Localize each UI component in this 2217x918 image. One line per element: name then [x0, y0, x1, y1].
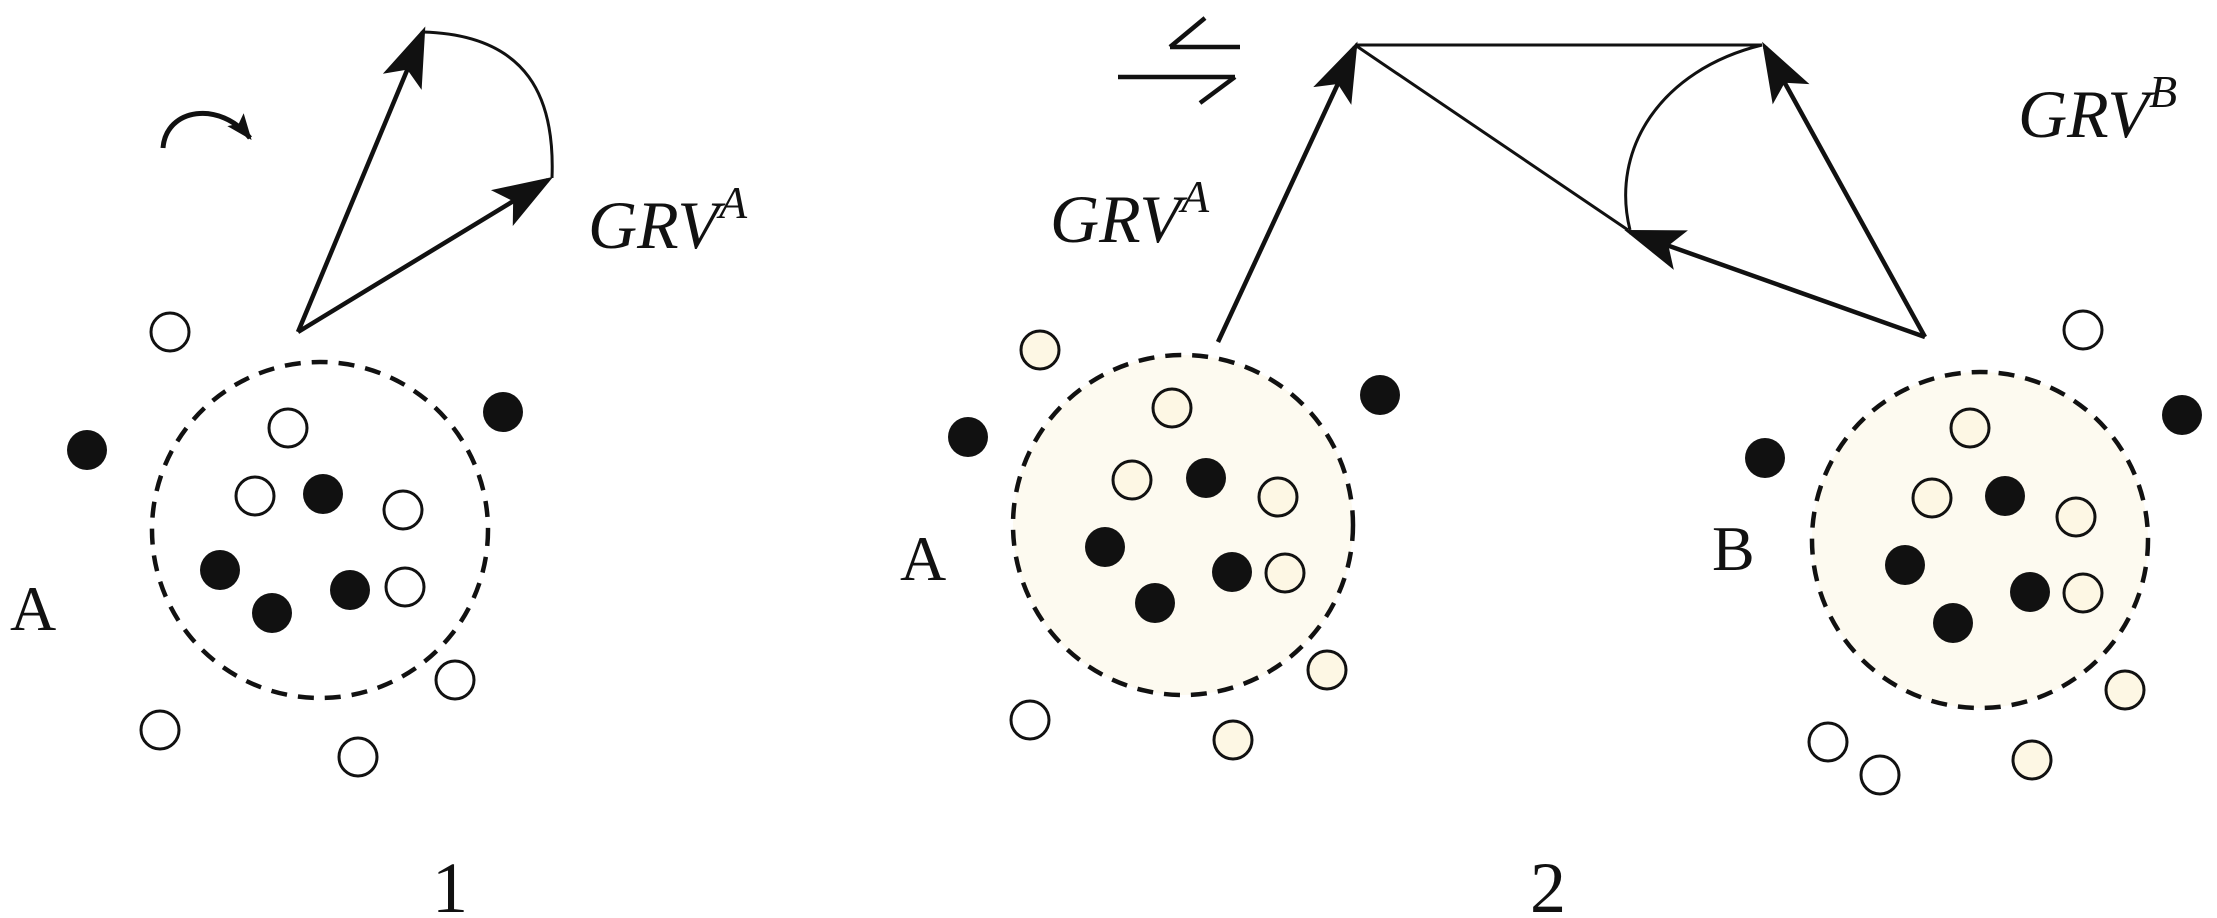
group-rotation-vectors	[295, 26, 554, 334]
individuals-outside	[67, 311, 523, 778]
panel-2: A B GRVA GRVB 2	[900, 16, 2202, 918]
group-b-label: B	[1712, 513, 1755, 584]
group-b-individuals-inside	[1885, 407, 2104, 643]
rotation-arc	[422, 30, 554, 179]
group-a-label: A	[900, 523, 946, 594]
connecting-line-diagonal	[1354, 43, 1629, 232]
group-a-label: A	[10, 573, 56, 644]
panel-number-2: 2	[1530, 848, 1566, 918]
clockwise-rotation-arrow-icon	[160, 110, 252, 149]
group-b-boundary	[1809, 369, 2151, 711]
panel-1: A GRVA 1	[10, 26, 748, 918]
group-a-individuals-inside	[1085, 387, 1306, 623]
group-b-individuals-outside	[1745, 309, 2202, 796]
individuals-inside	[200, 407, 426, 633]
group-a-boundary	[149, 359, 491, 701]
grv-b-label: GRVB	[2018, 66, 2177, 152]
panel-number-1: 1	[432, 848, 468, 918]
grv-a-label: GRVA	[588, 177, 748, 263]
group-a-individuals-outside	[948, 329, 1400, 761]
rotation-arc	[1624, 43, 1763, 231]
grv-a-label: GRVA	[1050, 171, 1210, 257]
group-a-boundary	[1010, 352, 1356, 698]
group-rotation-vectors	[1215, 41, 1927, 343]
translation-harpoon-arrows-icon	[1118, 16, 1240, 105]
